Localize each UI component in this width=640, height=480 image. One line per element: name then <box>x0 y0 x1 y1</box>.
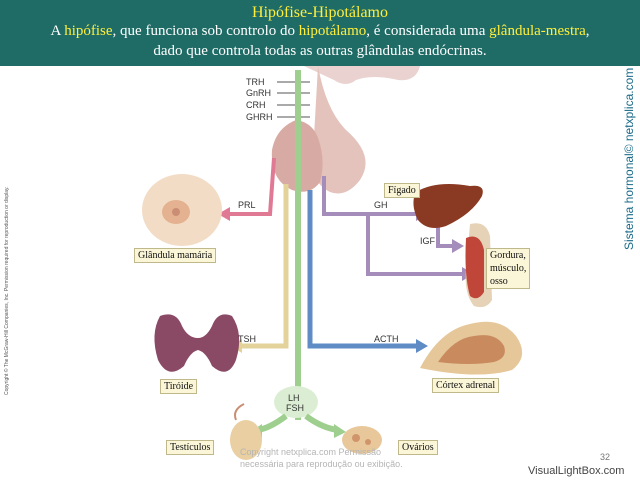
slide-title: Hipófise-Hipotálamo <box>252 4 388 21</box>
target-musculo: músculo, <box>490 263 527 274</box>
target-cortex-adrenal: Córtex adrenal <box>432 378 500 393</box>
label-lh: LH <box>288 393 300 403</box>
watermark-line-1: Copyright netxplica.com Permissão <box>240 447 382 457</box>
acth-arrow <box>307 190 420 349</box>
target-osso: osso <box>490 276 508 287</box>
muscle-illustration <box>465 236 484 299</box>
target-figado: Fígado <box>384 183 420 198</box>
hypothalamus-shape <box>236 66 420 84</box>
gh-arrow <box>322 176 420 216</box>
liver-illustration <box>413 184 483 228</box>
label-acth: ACTH <box>374 334 399 344</box>
lhfsh-right-arrowhead <box>334 424 346 438</box>
text-fragment: , <box>585 23 590 39</box>
thyroid-illustration <box>154 314 240 372</box>
target-ovarios: Ovários <box>398 440 438 455</box>
lhfsh-label-bubble <box>274 386 318 418</box>
highlight-hipotalamo: hipotálamo <box>298 23 367 39</box>
gh-igf-branch <box>366 214 466 276</box>
subtitle-line-1: A hipófise, que funciona sob controlo do… <box>0 23 640 40</box>
lhfsh-left-branch <box>257 413 288 433</box>
ovary-follicle-1 <box>352 434 360 442</box>
testis-duct <box>234 403 245 421</box>
label-fsh: FSH <box>286 403 304 413</box>
lhfsh-right-branch <box>304 413 339 433</box>
ovary-illustration <box>342 426 382 454</box>
target-tiroide: Tiróide <box>160 379 198 394</box>
side-caption-right-text: Sistema hormonal© netxplica.com <box>622 67 636 250</box>
tsh-arrow <box>238 184 289 349</box>
side-copyright-left-text: Copyright © The McGraw-Hill Companies, I… <box>4 186 10 395</box>
label-gnrh: GnRH <box>246 88 272 98</box>
target-gordura: Gordura, <box>490 250 526 261</box>
testis-illustration <box>230 420 262 460</box>
slide-number: 32 <box>600 452 611 462</box>
text-fragment: A <box>50 23 65 39</box>
label-prl: PRL <box>238 200 256 210</box>
watermark: Copyright netxplica.com Permissão necess… <box>240 446 420 470</box>
label-crh: CRH <box>246 100 266 110</box>
label-igf: IGF <box>420 236 435 246</box>
posterior-pituitary <box>312 66 366 194</box>
target-testiculos: Testículos <box>166 440 215 455</box>
prl-arrow <box>226 157 276 216</box>
label-trh: TRH <box>246 77 265 87</box>
watermark-line-2: necessária para reprodução ou exibição. <box>240 459 403 469</box>
ovary-follicle-2 <box>365 439 371 445</box>
prl-arrowhead <box>218 207 230 221</box>
slide-header: Hipófise-Hipotálamo A hipófise, que func… <box>0 0 640 66</box>
acth-arrowhead <box>416 339 428 353</box>
adrenal-inner <box>438 335 505 364</box>
breast-nipple <box>172 208 180 216</box>
target-glandula-mamaria: Glândula mamária <box>134 248 217 263</box>
footer-brand: VisualLightBox.com <box>528 465 625 477</box>
target-gordura-musculo-osso: Gordura, músculo, osso <box>486 248 531 289</box>
text-fragment: , que funciona sob controlo do <box>112 23 299 39</box>
label-tsh: TSH <box>238 334 256 344</box>
subtitle-line-2: dado que controla todas as outras glându… <box>153 43 487 59</box>
highlight-glandula-mestra: glândula-mestra <box>489 23 586 39</box>
label-ghrh: GHRH <box>246 112 273 122</box>
igf-arrowhead <box>452 239 464 253</box>
igf-arrow <box>436 222 456 248</box>
label-gh: GH <box>374 200 388 210</box>
highlight-hipofise: hipófise <box>64 23 113 39</box>
text-fragment: , é considerada uma <box>366 23 490 39</box>
